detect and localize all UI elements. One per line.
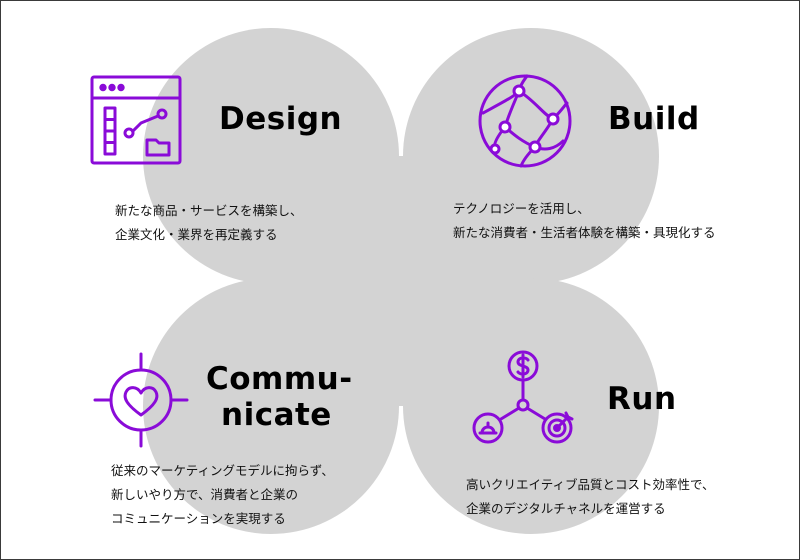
design-description-line: 新たな商品・サービスを構築し、 [115,203,303,218]
run-description-line: 企業のデジタルチャネルを運営する [466,501,666,516]
design-title: Design [219,101,343,137]
browser-window-chart-icon [90,75,182,165]
globe-network-icon [478,74,572,168]
dollar-network-icon [472,350,574,444]
build-title: Build [608,101,700,137]
design-description: 新たな商品・サービスを構築し、 企業文化・業界を再定義する [115,199,303,247]
run-title: Run [607,381,677,417]
build-description: テクノロジーを活用し、 新たな消費者・生活者体験を構築・具現化する [453,197,716,245]
communicate-description-line: 従来のマーケティングモデルに拘らず、 [111,463,334,478]
run-description-line: 高いクリエイティブ品質とコスト効率性で、 [466,477,715,492]
run-description: 高いクリエイティブ品質とコスト効率性で、 企業のデジタルチャネルを運営する [466,473,715,521]
build-description-line: テクノロジーを活用し、 [453,201,590,216]
communicate-description-line: コミュニケーションを実現する [111,511,286,526]
communicate-title-line2: nicate [221,397,332,433]
heart-target-icon [93,352,189,448]
build-description-line: 新たな消費者・生活者体験を構築・具現化する [453,225,716,240]
communicate-description: 従来のマーケティングモデルに拘らず、 新しいやり方で、消費者と企業の コミュニケ… [111,459,334,531]
communicate-title-line1: Commu- [206,361,353,397]
communicate-description-line: 新しいやり方で、消費者と企業の [111,487,299,502]
design-description-line: 企業文化・業界を再定義する [115,227,278,242]
